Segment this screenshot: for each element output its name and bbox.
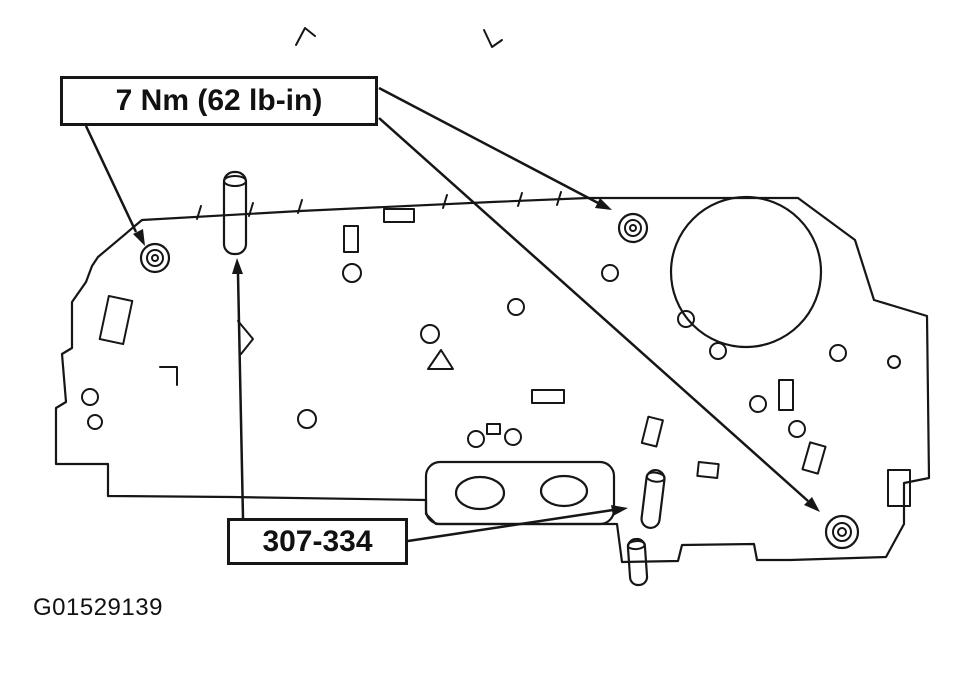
plate-slot [778,379,794,411]
bolt-head [146,249,164,267]
pin-body [640,469,666,529]
pin-lower-body [626,537,649,587]
plate-hole [887,355,901,369]
leader-to-pin-top [236,273,245,519]
port-oval-right [539,474,589,508]
arrowhead [804,497,820,512]
plate-hole [420,324,440,344]
tool-number-callout-label: 307-334 [262,524,373,558]
plate-holes [81,263,901,448]
figure-code: G01529139 [33,594,163,621]
arrowhead [595,198,612,210]
right-edge-notch [887,469,911,507]
plate-hole [87,414,103,430]
tick-mark [297,199,303,214]
bent-passage-line [237,320,254,355]
bolt-center [629,224,637,232]
pin-top-rim [645,471,666,483]
tool-number-callout-box: 307-334 [227,518,408,565]
tick-mark [517,192,523,207]
bolt-rear-center [617,212,649,244]
bolt-head [832,522,852,542]
plate-hole [601,264,619,282]
arrowhead [133,229,145,246]
bolt-washer [824,514,860,550]
plate-hole [504,428,522,446]
leader-to-pin-bottom [407,508,614,543]
port-oval-left [454,475,506,511]
plate-hole [81,388,99,406]
pin-body [222,170,248,256]
plate-hole [342,263,362,283]
tick-mark [248,202,254,217]
plate-slot [343,225,359,253]
plate-slot [696,460,720,480]
tool-number-leader-arrows [232,258,628,543]
leader-to-bolt-rear-center [378,86,601,206]
plate-slots [98,208,911,507]
large-bore-circle [669,195,823,349]
plate-hole [507,298,525,316]
l-shaped-mark [159,366,178,386]
stray-mark [295,27,316,46]
plate-slot [801,441,827,475]
alignment-pin-bottom [626,469,666,587]
triangle-cutout [427,349,454,370]
torque-callout-box: 7 Nm (62 lb-in) [60,76,378,126]
plate-hole [788,420,806,438]
plate-hole [467,430,485,448]
plate-hole [829,344,847,362]
torque-leader-arrows [84,86,820,512]
plate-hole [297,409,317,429]
top-edge-marks [295,27,503,48]
tick-mark [196,205,202,220]
plate-slot [531,389,565,404]
bolt-head [624,219,642,237]
bolt-washer [139,242,171,274]
alignment-pin-top [222,170,248,256]
bolt-center [837,527,847,537]
tick-mark [556,191,562,206]
plate-hole [677,310,695,328]
plate-hole [749,395,767,413]
arrowhead [232,258,243,274]
tick-mark [442,194,448,209]
arrowhead [611,505,628,516]
leader-to-bolt-bottom-right [378,117,809,502]
plate-slot [383,208,415,223]
edge-tick-marks [196,191,562,220]
plate-outline [54,196,931,564]
bolt-center [151,254,159,262]
bolt-front-left [139,242,171,274]
bolt-washer [617,212,649,244]
leader-to-bolt-front-left [84,125,138,233]
bolt-bottom-right [824,514,860,550]
plate-slot [98,294,134,346]
plate-hole [709,342,727,360]
plate-slot [486,423,501,435]
pin-lower-rim [626,540,646,551]
stray-mark [483,29,503,48]
pin-top-rim [223,175,247,187]
torque-callout-label: 7 Nm (62 lb-in) [115,84,323,117]
plate-slot [640,415,664,448]
